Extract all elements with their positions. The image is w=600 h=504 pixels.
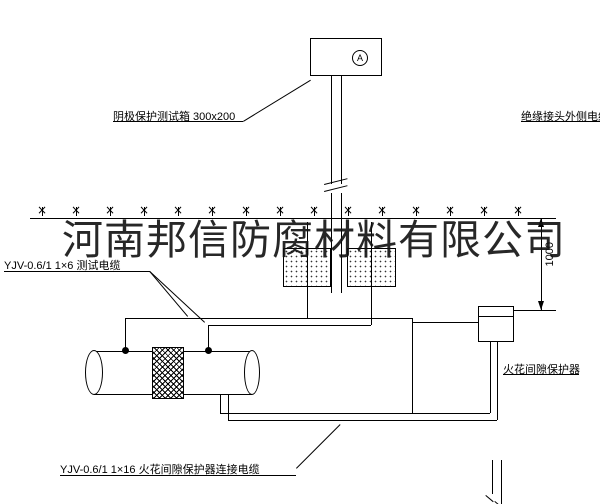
- ground-line: [30, 218, 535, 219]
- test-box-leader-line: [243, 79, 311, 122]
- test-cable-run-upper: [125, 318, 412, 319]
- connection-cable-drop-left2: [228, 394, 229, 420]
- connection-cable-rise2: [497, 342, 498, 420]
- ground-hatch-mark: [376, 203, 388, 218]
- weld-point-left: [122, 347, 129, 354]
- riser-conduit-left: [331, 76, 332, 184]
- insulated-joint-cable-underline: [521, 121, 600, 122]
- spark-gap-protector-divider: [479, 316, 513, 317]
- test-box-label-underline: [113, 121, 243, 122]
- ground-hatch-mark: [342, 203, 354, 218]
- spark-gap-link-horizontal: [412, 322, 482, 323]
- test-cable-run-lower: [208, 325, 371, 326]
- spark-gap-protector-box: [478, 306, 514, 342]
- corner-symbol-line1: [492, 460, 493, 494]
- connection-cable-label: YJV-0.6/1 1×16 火花间隙保护器连接电缆: [60, 464, 260, 476]
- spark-gap-link-vertical: [412, 318, 413, 414]
- weld-point-right: [205, 347, 212, 354]
- ground-hatch-mark: [308, 203, 320, 218]
- cable-drop-to-weld-left: [125, 318, 126, 349]
- riser-conduit-right: [341, 76, 342, 184]
- ground-hatch-mark: [444, 203, 456, 218]
- ground-hatch-mark: [240, 203, 252, 218]
- ground-hatch-mark: [206, 203, 218, 218]
- ground-hatch-mark: [138, 203, 150, 218]
- test-cable-drop-left: [307, 222, 308, 318]
- connection-cable-run1: [220, 413, 490, 414]
- test-cable-label: YJV-0.6/1 1×6 测试电缆: [4, 260, 121, 272]
- spark-gap-label: 火花间隙保护器: [503, 364, 580, 376]
- connection-cable-run2: [228, 420, 497, 421]
- connection-cable-underline: [60, 475, 296, 476]
- dimension-line: [541, 218, 542, 310]
- insulated-joint-cable-label: 绝缘接头外侧电缆: [521, 111, 600, 123]
- connection-cable-drop-left1: [220, 394, 221, 413]
- ground-hatch-mark: [512, 203, 524, 218]
- connection-cable-rise1: [490, 342, 491, 413]
- ground-hatch-mark: [172, 203, 184, 218]
- test-cable-label-underline: [4, 271, 150, 272]
- corner-symbol-line2: [501, 460, 502, 504]
- test-box: [310, 38, 382, 76]
- insulating-joint-hatch: [152, 347, 184, 399]
- corner-symbol-tick1: [485, 495, 494, 503]
- watermark: 河南邦信防腐材料有限公司: [62, 216, 566, 264]
- dimension-arrow-up-icon: [538, 218, 544, 227]
- riser-conduit-right-lower: [341, 193, 342, 293]
- ground-hatch-mark: [274, 203, 286, 218]
- test-cable-leader2: [149, 271, 206, 323]
- riser-conduit-left-lower: [331, 193, 332, 293]
- spark-gap-label-underline: [503, 374, 579, 375]
- pipe-right-cap: [244, 350, 260, 395]
- pipe-left-cap: [85, 350, 103, 395]
- cable-drop-to-weld-right: [208, 325, 209, 349]
- ammeter-letter: A: [356, 53, 363, 63]
- test-box-label: 阴极保护测试箱 300x200: [113, 111, 236, 123]
- ground-hatch-mark: [70, 203, 82, 218]
- conduit-break-mark: [324, 178, 348, 185]
- ground-hatch-mark: [410, 203, 422, 218]
- ground-hatch-mark: [104, 203, 116, 218]
- connection-cable-leader: [296, 424, 341, 469]
- ground-hatch-mark: [36, 203, 48, 218]
- ground-hatch-mark: [478, 203, 490, 218]
- dimension-extension-bottom: [514, 310, 556, 311]
- ammeter-circle-icon: A: [352, 50, 368, 66]
- conduit-break-mark: [324, 185, 348, 192]
- dimension-arrow-down-icon: [538, 301, 544, 310]
- dimension-extension-top: [535, 218, 556, 219]
- test-cable-drop-right: [371, 222, 372, 325]
